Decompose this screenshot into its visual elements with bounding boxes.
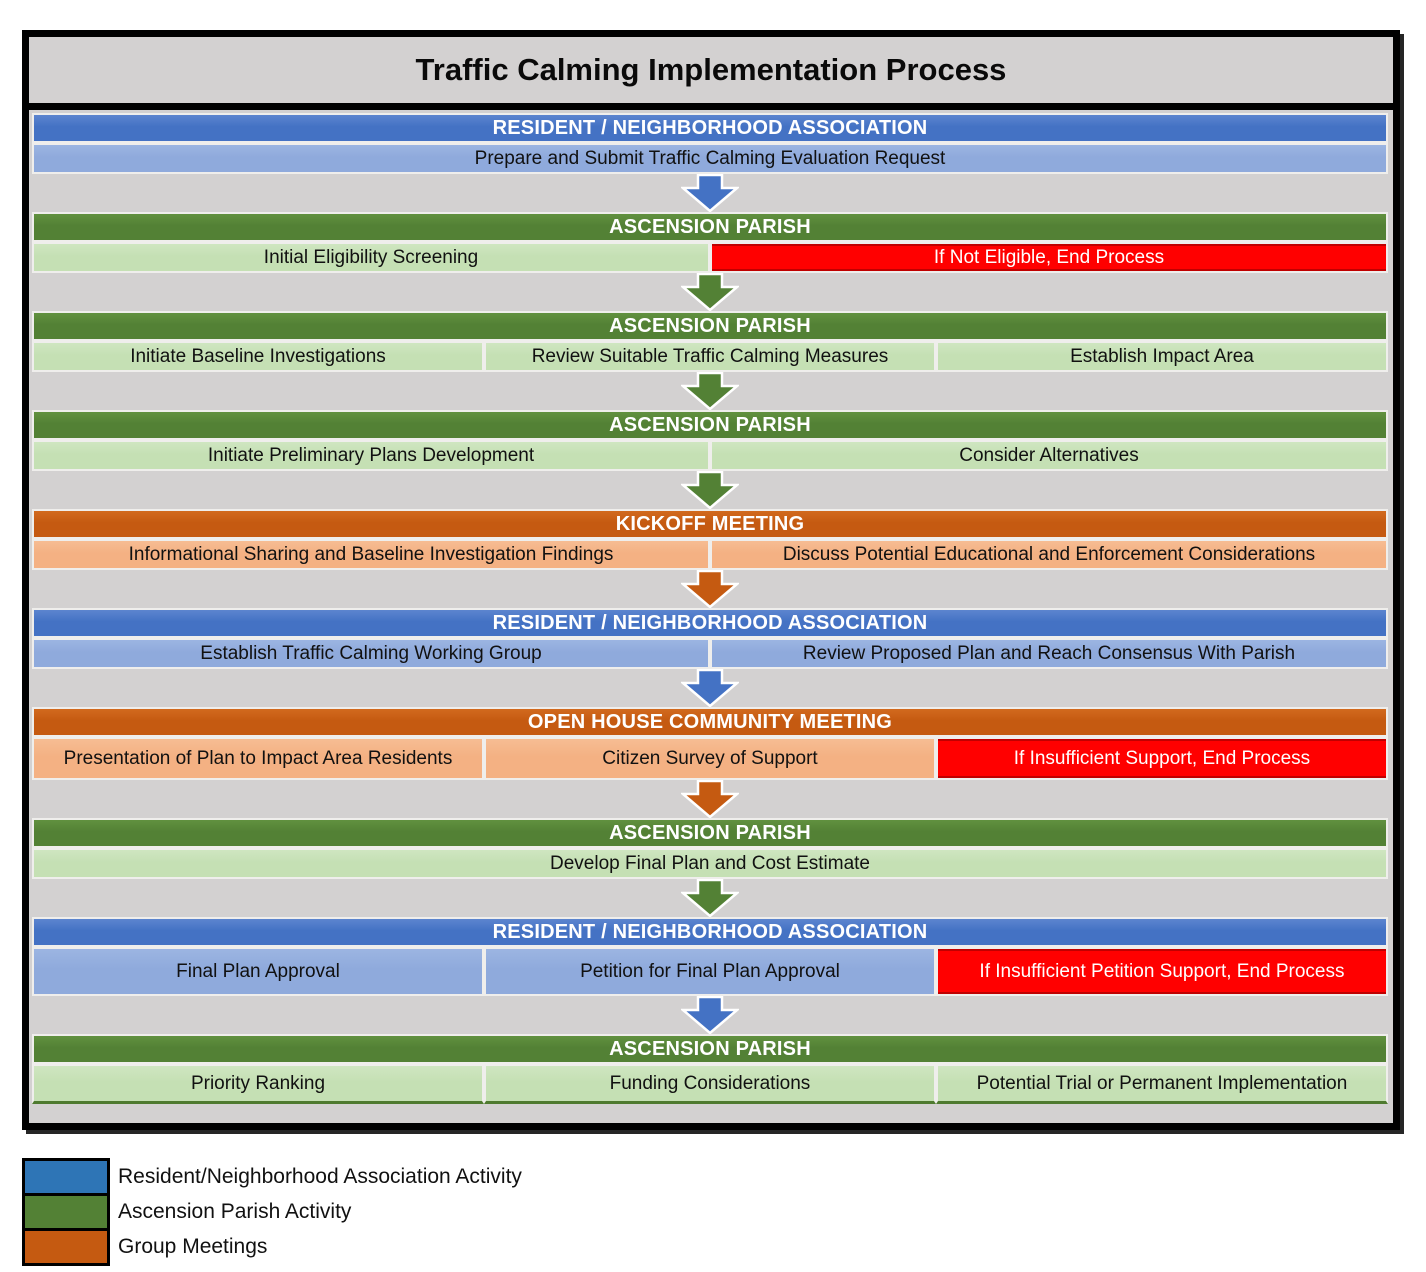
process-step-cell: Develop Final Plan and Cost Estimate: [32, 848, 1388, 879]
flow-connector: [32, 371, 1388, 410]
flowchart-panel: Traffic Calming Implementation Process R…: [22, 30, 1400, 1130]
flow-connector: [32, 668, 1388, 707]
process-step-cell: Citizen Survey of Support: [483, 737, 936, 780]
band-steps: Initial Eligibility Screening If Not Eli…: [32, 242, 1388, 273]
band-header: KICKOFF MEETING: [32, 509, 1388, 539]
band-header: ASCENSION PARISH: [32, 311, 1388, 341]
band-steps: Prepare and Submit Traffic Calming Evalu…: [32, 143, 1388, 174]
band-steps: Priority Ranking Funding Considerations …: [32, 1064, 1388, 1104]
band-header: RESIDENT / NEIGHBORHOOD ASSOCIATION: [32, 608, 1388, 638]
legend-swatch-resident: [22, 1158, 110, 1196]
band-steps: Initiate Baseline Investigations Review …: [32, 341, 1388, 372]
flow-connector: [32, 272, 1388, 311]
down-arrow-icon: [681, 668, 739, 707]
process-step-cell: Priority Ranking: [32, 1064, 484, 1104]
process-step-cell: Establish Traffic Calming Working Group: [32, 638, 710, 669]
process-band-meeting: OPEN HOUSE COMMUNITY MEETING Presentatio…: [32, 707, 1388, 780]
down-arrow-icon: [681, 272, 739, 311]
band-steps: Establish Traffic Calming Working Group …: [32, 638, 1388, 669]
flow-connector: [32, 779, 1388, 818]
process-step-cell: Initial Eligibility Screening: [32, 242, 710, 273]
process-step-cell: Establish Impact Area: [935, 341, 1388, 372]
process-band-parish: ASCENSION PARISH Priority Ranking Fundin…: [32, 1034, 1388, 1104]
process-step-cell: Final Plan Approval: [32, 947, 484, 996]
band-header: RESIDENT / NEIGHBORHOOD ASSOCIATION: [32, 113, 1388, 143]
process-step-cell: Review Suitable Traffic Calming Measures: [483, 341, 936, 372]
title-bar: Traffic Calming Implementation Process: [29, 37, 1393, 110]
legend-item: Group Meetings: [22, 1228, 522, 1266]
flow-connector: [32, 878, 1388, 917]
process-step-cell: Review Proposed Plan and Reach Consensus…: [710, 638, 1388, 669]
end-process-cell: If Not Eligible, End Process: [710, 242, 1388, 273]
process-step-cell: Prepare and Submit Traffic Calming Evalu…: [32, 143, 1388, 174]
process-step-cell: Informational Sharing and Baseline Inves…: [32, 539, 710, 570]
down-arrow-icon: [681, 878, 739, 917]
down-arrow-icon: [681, 470, 739, 509]
process-step-cell: Petition for Final Plan Approval: [483, 947, 936, 996]
process-step-cell: Initiate Baseline Investigations: [32, 341, 484, 372]
end-process-cell: If Insufficient Petition Support, End Pr…: [935, 947, 1388, 996]
flow-connector: [32, 173, 1388, 212]
process-band-resident: RESIDENT / NEIGHBORHOOD ASSOCIATION Esta…: [32, 608, 1388, 669]
flow-connector: [32, 569, 1388, 608]
process-band-parish: ASCENSION PARISH Initiate Baseline Inves…: [32, 311, 1388, 372]
down-arrow-icon: [681, 779, 739, 818]
band-header: RESIDENT / NEIGHBORHOOD ASSOCIATION: [32, 917, 1388, 947]
legend-label: Ascension Parish Activity: [118, 1200, 352, 1223]
flow-connector: [32, 470, 1388, 509]
down-arrow-icon: [681, 371, 739, 410]
flow-connector: [32, 995, 1388, 1034]
legend: Resident/Neighborhood Association Activi…: [22, 1158, 522, 1266]
process-step-cell: Discuss Potential Educational and Enforc…: [710, 539, 1388, 570]
process-band-meeting: KICKOFF MEETING Informational Sharing an…: [32, 509, 1388, 570]
process-step-cell: Funding Considerations: [483, 1064, 936, 1104]
band-steps: Informational Sharing and Baseline Inves…: [32, 539, 1388, 570]
legend-swatch-meetings: [22, 1228, 110, 1266]
process-step-cell: Consider Alternatives: [710, 440, 1388, 471]
band-steps: Initiate Preliminary Plans Development C…: [32, 440, 1388, 471]
process-step-cell: Presentation of Plan to Impact Area Resi…: [32, 737, 484, 780]
band-header: OPEN HOUSE COMMUNITY MEETING: [32, 707, 1388, 737]
legend-swatch-parish: [22, 1193, 110, 1231]
band-steps: Final Plan Approval Petition for Final P…: [32, 947, 1388, 996]
process-band-parish: ASCENSION PARISH Initial Eligibility Scr…: [32, 212, 1388, 273]
band-header: ASCENSION PARISH: [32, 212, 1388, 242]
process-band-resident: RESIDENT / NEIGHBORHOOD ASSOCIATION Prep…: [32, 113, 1388, 174]
end-process-cell: If Insufficient Support, End Process: [935, 737, 1388, 780]
legend-label: Resident/Neighborhood Association Activi…: [118, 1165, 522, 1188]
page-title: Traffic Calming Implementation Process: [415, 52, 1007, 87]
legend-item: Ascension Parish Activity: [22, 1193, 522, 1231]
band-steps: Develop Final Plan and Cost Estimate: [32, 848, 1388, 879]
legend-label: Group Meetings: [118, 1235, 268, 1258]
band-header: ASCENSION PARISH: [32, 410, 1388, 440]
process-band-resident: RESIDENT / NEIGHBORHOOD ASSOCIATION Fina…: [32, 917, 1388, 996]
legend-item: Resident/Neighborhood Association Activi…: [22, 1158, 522, 1196]
process-band-parish: ASCENSION PARISH Initiate Preliminary Pl…: [32, 410, 1388, 471]
process-step-cell: Potential Trial or Permanent Implementat…: [935, 1064, 1388, 1104]
down-arrow-icon: [681, 995, 739, 1034]
down-arrow-icon: [681, 173, 739, 212]
flowchart-body: RESIDENT / NEIGHBORHOOD ASSOCIATION Prep…: [29, 110, 1393, 1104]
band-header: ASCENSION PARISH: [32, 818, 1388, 848]
down-arrow-icon: [681, 569, 739, 608]
process-band-parish: ASCENSION PARISH Develop Final Plan and …: [32, 818, 1388, 879]
band-header: ASCENSION PARISH: [32, 1034, 1388, 1064]
process-step-cell: Initiate Preliminary Plans Development: [32, 440, 710, 471]
band-steps: Presentation of Plan to Impact Area Resi…: [32, 737, 1388, 780]
